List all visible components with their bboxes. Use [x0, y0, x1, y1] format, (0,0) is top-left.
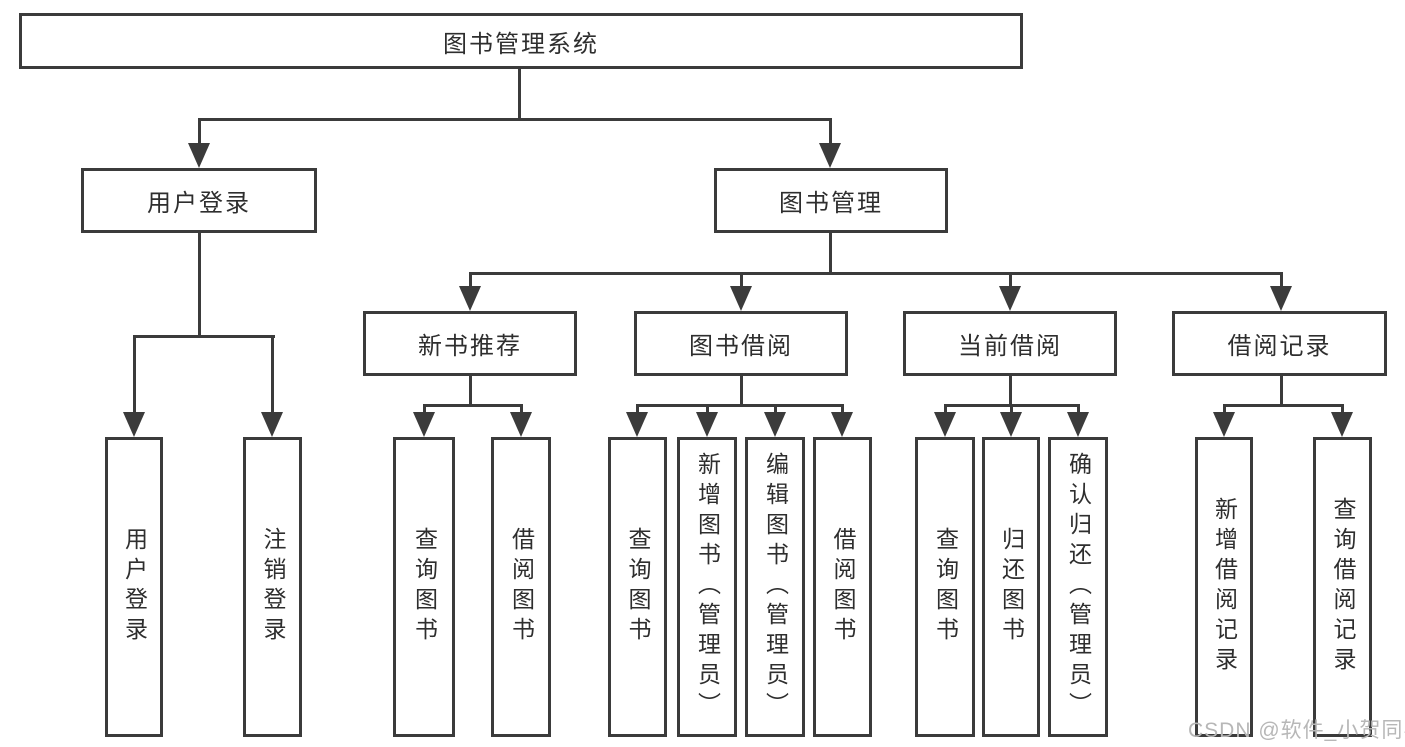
connector-level2-rail — [198, 118, 832, 121]
connector-leaf-drop — [520, 404, 523, 416]
node-current-borrowing-label: 当前借阅 — [958, 333, 1062, 360]
leaf-logout-label: 注销登录 — [260, 527, 286, 647]
arrow-down-icon — [261, 412, 283, 437]
connector-book-borrow-rail — [636, 404, 844, 407]
node-book-management-label: 图书管理 — [779, 190, 883, 217]
leaf-borrow-books-recommend: 借阅图书 — [491, 437, 551, 737]
leaf-confirm-return-admin-label: 确认归还（管理员） — [1065, 452, 1092, 722]
leaf-query-borrow-record: 查询借阅记录 — [1313, 437, 1372, 737]
arrow-down-icon — [934, 412, 956, 437]
arrow-down-icon — [123, 412, 145, 437]
node-root-label: 图书管理系统 — [443, 30, 599, 58]
connector-leaf-drop — [1341, 404, 1344, 416]
leaf-logout: 注销登录 — [243, 437, 302, 737]
connector-user-login-rail — [133, 335, 275, 338]
connector-new-book-stem — [469, 376, 472, 407]
arrow-down-icon — [764, 412, 786, 437]
connector-leaf-drop — [1077, 404, 1080, 416]
connector-borrow-record-rail — [1223, 404, 1344, 407]
leaf-confirm-return-admin: 确认归还（管理员） — [1048, 437, 1108, 737]
arrow-down-icon — [696, 412, 718, 437]
connector-leaf-drop — [706, 404, 709, 416]
arrow-down-icon — [1067, 412, 1089, 437]
node-new-book-recommend-label: 新书推荐 — [418, 333, 522, 360]
connector-leaf-drop — [1223, 404, 1226, 416]
leaf-user-login-label: 用户登录 — [121, 527, 148, 647]
node-new-book-recommend: 新书推荐 — [363, 311, 577, 376]
connector-borrow-record-drop — [1280, 272, 1283, 292]
node-book-management: 图书管理 — [714, 168, 948, 233]
arrow-down-icon — [1331, 412, 1353, 437]
arrow-down-icon — [188, 143, 210, 168]
leaf-return-books-label: 归还图书 — [998, 527, 1025, 647]
leaf-edit-books-admin: 编辑图书（管理员） — [745, 437, 805, 737]
leaf-query-books-recommend-label: 查询图书 — [411, 527, 438, 647]
arrow-down-icon — [999, 286, 1021, 311]
leaf-query-books-borrowing: 查询图书 — [608, 437, 667, 737]
connector-current-borrow-drop — [1009, 272, 1012, 292]
arrow-down-icon — [819, 143, 841, 168]
node-book-borrowing: 图书借阅 — [634, 311, 848, 376]
connector-user-login-stem — [198, 233, 201, 338]
arrow-down-icon — [626, 412, 648, 437]
leaf-add-books-admin: 新增图书（管理员） — [677, 437, 737, 737]
leaf-borrow-books: 借阅图书 — [813, 437, 872, 737]
leaf-return-books: 归还图书 — [982, 437, 1040, 737]
connector-new-book-rail — [423, 404, 523, 407]
leaf-add-books-admin-label: 新增图书（管理员） — [694, 452, 721, 722]
arrow-down-icon — [413, 412, 435, 437]
connector-current-borrow-stem — [1009, 376, 1012, 407]
leaf-borrow-books-label: 借阅图书 — [830, 527, 856, 647]
leaf-borrow-books-recommend-label: 借阅图书 — [508, 527, 535, 647]
connector-leaf-drop — [944, 404, 947, 416]
arrow-down-icon — [831, 412, 853, 437]
node-book-borrowing-label: 图书借阅 — [689, 333, 793, 360]
connector-leaf-drop — [841, 404, 844, 416]
connector-borrow-record-stem — [1280, 376, 1283, 407]
node-user-login: 用户登录 — [81, 168, 317, 233]
connector-logout-leaf-drop — [271, 335, 274, 415]
connector-leaf-drop — [423, 404, 426, 416]
node-user-login-label: 用户登录 — [147, 190, 251, 217]
connector-root-stem — [518, 69, 521, 120]
leaf-query-books-borrowing-label: 查询图书 — [625, 527, 651, 647]
connector-book-mgmt-drop — [829, 118, 832, 148]
connector-book-borrow-stem — [740, 376, 743, 407]
leaf-edit-books-admin-label: 编辑图书（管理员） — [762, 452, 789, 722]
node-borrowing-records: 借阅记录 — [1172, 311, 1387, 376]
connector-login-leaf-drop — [133, 335, 136, 415]
arrow-down-icon — [730, 286, 752, 311]
leaf-user-login: 用户登录 — [105, 437, 163, 737]
leaf-add-borrow-record: 新增借阅记录 — [1195, 437, 1253, 737]
node-borrowing-records-label: 借阅记录 — [1227, 333, 1332, 360]
arrow-down-icon — [510, 412, 532, 437]
leaf-query-borrow-record-label: 查询借阅记录 — [1330, 497, 1356, 677]
leaf-add-borrow-record-label: 新增借阅记录 — [1211, 497, 1238, 677]
connector-user-login-drop — [198, 118, 201, 148]
leaf-query-books-recommend: 查询图书 — [393, 437, 455, 737]
arrow-down-icon — [1000, 412, 1022, 437]
leaf-query-books-current-label: 查询图书 — [932, 527, 959, 647]
connector-leaf-drop — [774, 404, 777, 416]
connector-level3-rail — [469, 272, 1283, 275]
csdn-watermark: CSDN @软件_小贺同学 — [1188, 719, 1405, 742]
node-current-borrowing: 当前借阅 — [903, 311, 1117, 376]
connector-new-book-drop — [469, 272, 472, 292]
connector-leaf-drop — [636, 404, 639, 416]
connector-leaf-drop — [1010, 404, 1013, 416]
arrow-down-icon — [1270, 286, 1292, 311]
arrow-down-icon — [459, 286, 481, 311]
connector-book-borrow-drop — [740, 272, 743, 292]
connector-book-mgmt-stem — [829, 233, 832, 275]
arrow-down-icon — [1213, 412, 1235, 437]
node-root-library-system: 图书管理系统 — [19, 13, 1023, 69]
leaf-query-books-current: 查询图书 — [915, 437, 975, 737]
